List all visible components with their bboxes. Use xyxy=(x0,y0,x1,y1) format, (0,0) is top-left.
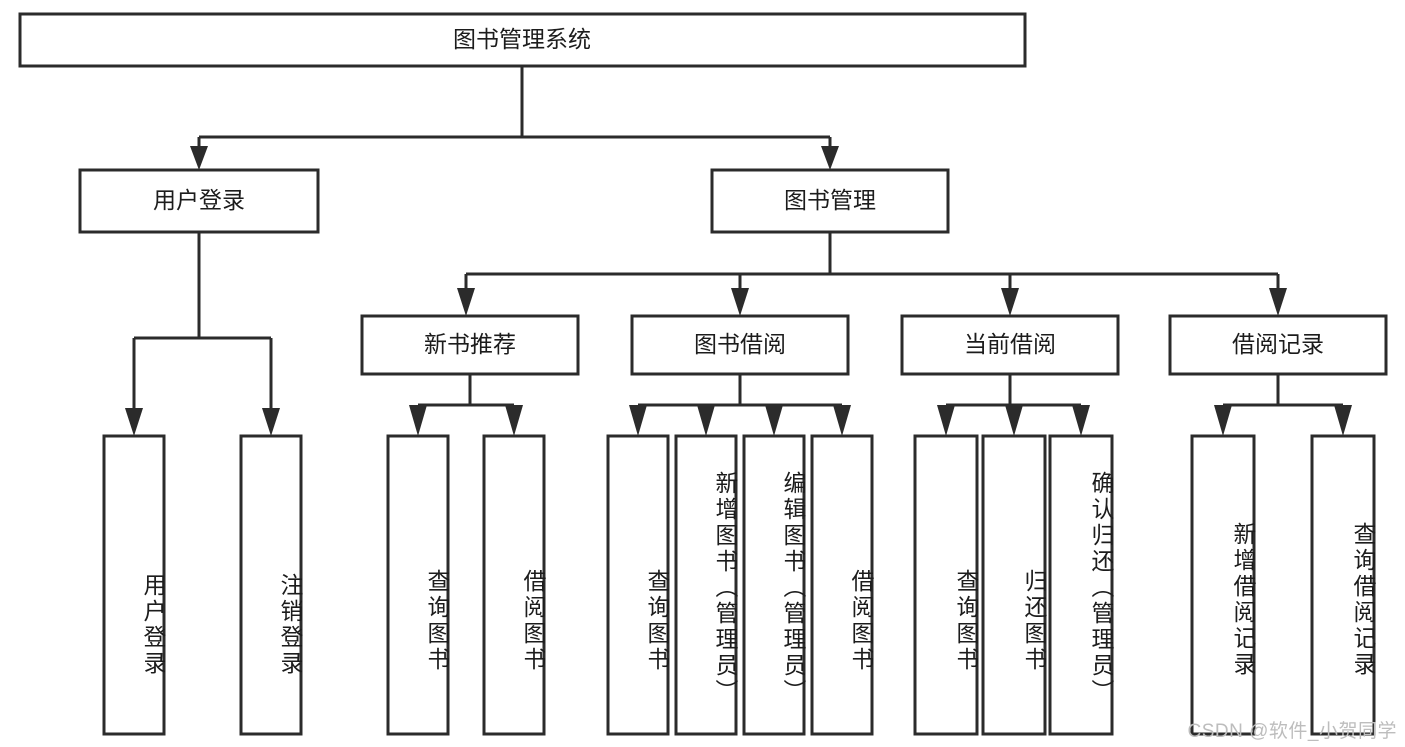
arrow-to-new-book-rec xyxy=(457,288,475,316)
node-user-login-box[interactable] xyxy=(78,168,320,234)
node-root-label: 图书管理系统 xyxy=(453,26,591,52)
arrow-to-leaf-confirm-return xyxy=(1072,405,1090,436)
arrow-to-borrow-record xyxy=(1269,288,1287,316)
node-borrow-record-box[interactable] xyxy=(1168,314,1388,376)
node-leaf-edit-book-box[interactable] xyxy=(742,434,806,736)
arrow-to-user-login xyxy=(190,146,208,170)
node-borrow-record-label: 借阅记录 xyxy=(1232,331,1324,357)
arrow-to-leaf-return-book xyxy=(1005,405,1023,436)
node-leaf-user-login-box[interactable] xyxy=(102,434,166,736)
arrow-to-leaf-add-record xyxy=(1214,405,1232,436)
arrow-to-current-borrow xyxy=(1001,288,1019,316)
node-leaf-user-logout-box[interactable] xyxy=(239,434,303,736)
node-leaf-query-book-1-box[interactable] xyxy=(386,434,450,736)
node-leaf-query-book-3-box[interactable] xyxy=(913,434,979,736)
node-user-login-label: 用户登录 xyxy=(153,187,245,213)
node-leaf-borrow-book-1-box[interactable] xyxy=(482,434,546,736)
node-leaf-query-record-box[interactable] xyxy=(1310,434,1376,736)
arrow-to-leaf-user-login xyxy=(125,408,143,436)
arrow-to-book-manage xyxy=(821,146,839,170)
node-book-borrow[interactable]: 图书借阅 xyxy=(630,314,850,376)
arrow-to-leaf-query-book-3 xyxy=(937,405,955,436)
arrow-to-leaf-query-book-1 xyxy=(409,405,427,436)
node-leaf-query-book-2-box[interactable] xyxy=(606,434,670,736)
node-borrow-record[interactable]: 借阅记录 xyxy=(1168,314,1388,376)
node-book-borrow-box[interactable] xyxy=(630,314,850,376)
arrow-to-leaf-borrow-book-1 xyxy=(505,405,523,436)
node-root-box[interactable] xyxy=(18,12,1027,68)
node-leaf-add-record-box[interactable] xyxy=(1190,434,1256,736)
node-current-borrow[interactable]: 当前借阅 xyxy=(900,314,1120,376)
edges-layer xyxy=(125,66,1352,436)
node-book-manage[interactable]: 图书管理 xyxy=(710,168,950,234)
node-book-borrow-label: 图书借阅 xyxy=(694,331,786,357)
arrow-to-leaf-borrow-book-2 xyxy=(833,405,851,436)
arrow-to-leaf-query-book-2 xyxy=(629,405,647,436)
arrow-to-leaf-user-logout xyxy=(262,408,280,436)
node-book-manage-label: 图书管理 xyxy=(784,187,876,213)
node-leaf-return-book-box[interactable] xyxy=(981,434,1047,736)
node-current-borrow-box[interactable] xyxy=(900,314,1120,376)
node-root[interactable]: 图书管理系统 xyxy=(18,12,1027,68)
node-leaf-confirm-return-box[interactable] xyxy=(1048,434,1114,736)
node-user-login[interactable]: 用户登录 xyxy=(78,168,320,234)
node-leaf-add-book-box[interactable] xyxy=(674,434,738,736)
watermark-text: CSDN @软件_小贺同学 xyxy=(1187,721,1397,742)
node-new-book-rec[interactable]: 新书推荐 xyxy=(360,314,580,376)
node-current-borrow-label: 当前借阅 xyxy=(964,331,1056,357)
node-new-book-rec-label: 新书推荐 xyxy=(424,331,516,357)
arrow-to-leaf-query-record xyxy=(1334,405,1352,436)
arrow-to-book-borrow xyxy=(731,288,749,316)
arrow-to-leaf-add-book xyxy=(697,405,715,436)
node-leaf-borrow-book-2-box[interactable] xyxy=(810,434,874,736)
arrow-to-leaf-edit-book xyxy=(765,405,783,436)
node-new-book-rec-box[interactable] xyxy=(360,314,580,376)
nodes-layer: 图书管理系统 用户登录 图书管理 新书推荐 图书借阅 xyxy=(18,12,1388,736)
node-book-manage-box[interactable] xyxy=(710,168,950,234)
